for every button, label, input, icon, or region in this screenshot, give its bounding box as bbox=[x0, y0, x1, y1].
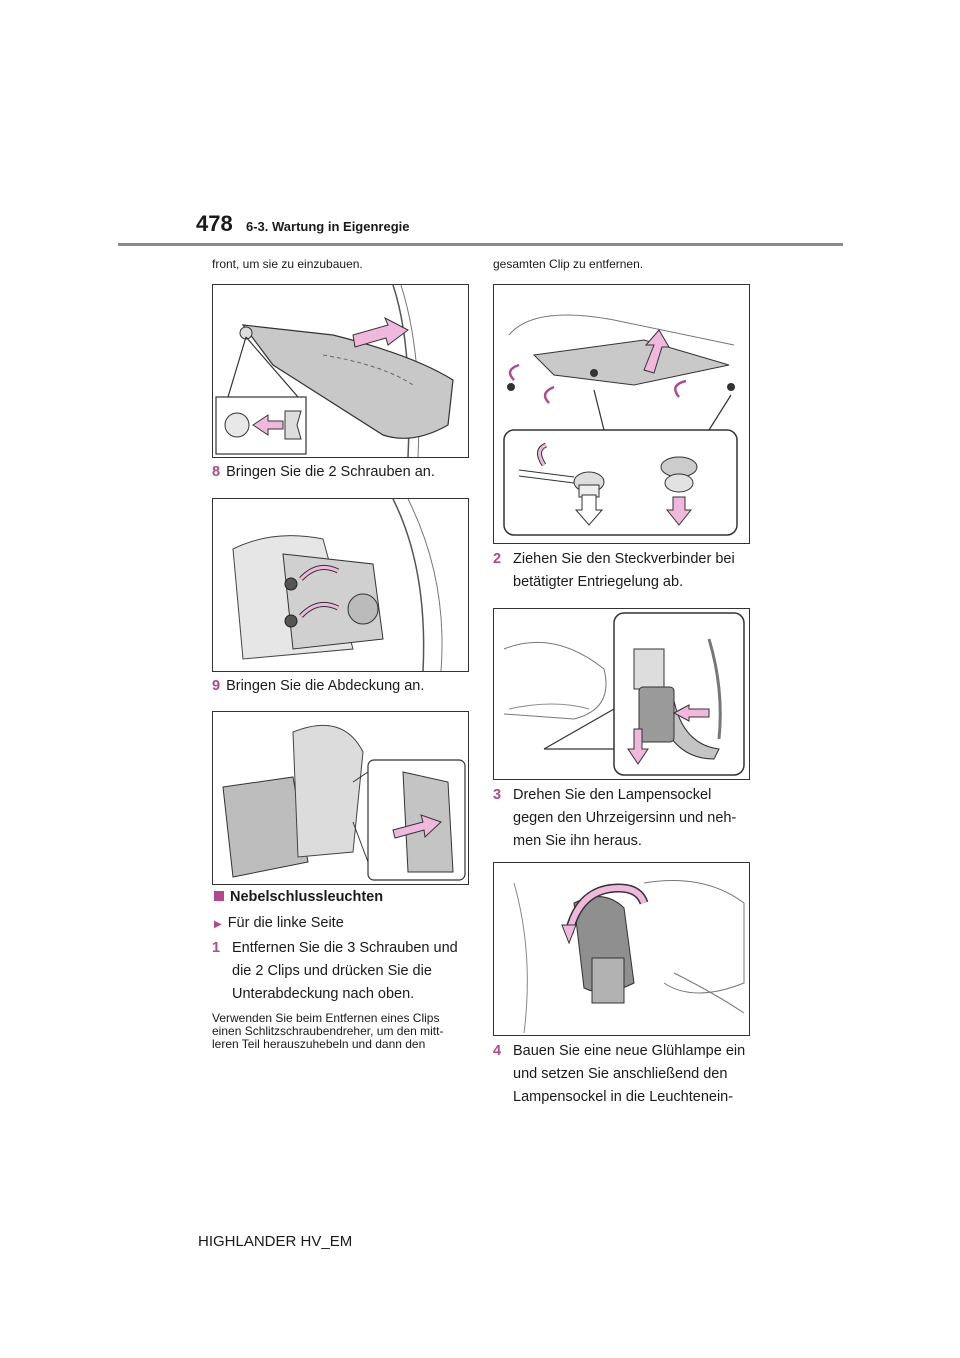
step-8-text: Bringen Sie die 2 Schrauben an. bbox=[226, 464, 435, 480]
figure-connector-removal bbox=[493, 608, 750, 780]
step-3-line-2: gegen den Uhrzeigersinn und neh- bbox=[513, 810, 737, 826]
step-4-number: 4 bbox=[493, 1043, 502, 1059]
step-9-number: 9 bbox=[212, 678, 221, 694]
clip-note-line-1: Verwenden Sie beim Entfernen eines Clips bbox=[212, 1011, 440, 1025]
step-2-number: 2 bbox=[493, 551, 502, 567]
step-2-line-2: betätigter Entriegelung ab. bbox=[513, 574, 684, 590]
clip-note-line-3: leren Teil herauszuhebeln und dann den bbox=[212, 1037, 426, 1051]
step-9: 9 Bringen Sie die Abdeckung an. bbox=[212, 675, 424, 698]
page-number: 478 bbox=[196, 211, 233, 236]
figure-cover-attach bbox=[212, 711, 469, 885]
step-4-line-1: Bauen Sie eine neue Glühlampe ein bbox=[513, 1043, 746, 1059]
step-4: 4 Bauen Sie eine neue Glühlampe ein und … bbox=[493, 1040, 758, 1109]
step-2: 2 Ziehen Sie den Steckverbinder bei betä… bbox=[493, 548, 758, 594]
figure-undercover-clips bbox=[493, 284, 750, 544]
footer-model: HIGHLANDER HV_EM bbox=[198, 1233, 353, 1250]
step-3-line-3: men Sie ihn heraus. bbox=[513, 833, 642, 849]
figure-cover-install bbox=[212, 284, 469, 458]
step-1-line-2: die 2 Clips und drücken Sie die bbox=[232, 963, 432, 979]
triangle-bullet-icon: ▶ bbox=[214, 919, 222, 930]
step-1: 1 Entfernen Sie die 3 Schrauben und die … bbox=[212, 937, 472, 1006]
step-4-line-3: Lampensockel in die Leuchtenein- bbox=[513, 1089, 734, 1105]
step-3-line-1: Drehen Sie den Lampensockel bbox=[513, 787, 712, 803]
section-title: 6-3. Wartung in Eigenregie bbox=[246, 219, 410, 234]
step-3-number: 3 bbox=[493, 787, 502, 803]
heading-fog-lights-text: Nebelschlussleuchten bbox=[230, 889, 384, 905]
right-intro-text: gesamten Clip zu entfernen. bbox=[493, 257, 644, 271]
step-1-number: 1 bbox=[212, 940, 221, 956]
step-1-line-1: Entfernen Sie die 3 Schrauben und bbox=[232, 940, 458, 956]
subheading-left-side-text: Für die linke Seite bbox=[227, 915, 344, 931]
step-4-line-2: und setzen Sie anschließend den bbox=[513, 1066, 728, 1082]
step-8-number: 8 bbox=[212, 464, 221, 480]
square-bullet-icon bbox=[214, 891, 224, 901]
subheading-left-side: ▶ Für die linke Seite bbox=[214, 912, 344, 936]
header-rule bbox=[118, 243, 843, 246]
step-2-line-1: Ziehen Sie den Steckverbinder bei bbox=[513, 551, 735, 567]
heading-fog-lights: Nebelschlussleuchten bbox=[214, 889, 383, 905]
step-9-text: Bringen Sie die Abdeckung an. bbox=[226, 678, 425, 694]
figure-screws-install bbox=[212, 498, 469, 672]
step-1-line-3: Unterabdeckung nach oben. bbox=[232, 986, 415, 1002]
step-3: 3 Drehen Sie den Lampensockel gegen den … bbox=[493, 784, 758, 853]
figure-bulb-socket-rotate bbox=[493, 862, 750, 1036]
clip-note-line-2: einen Schlitzschraubendreher, um den mit… bbox=[212, 1024, 444, 1038]
step-8: 8 Bringen Sie die 2 Schrauben an. bbox=[212, 461, 435, 484]
left-intro-text: front, um sie zu einzubauen. bbox=[212, 257, 363, 271]
clip-note: Verwenden Sie beim Entfernen eines Clips… bbox=[212, 1012, 472, 1051]
